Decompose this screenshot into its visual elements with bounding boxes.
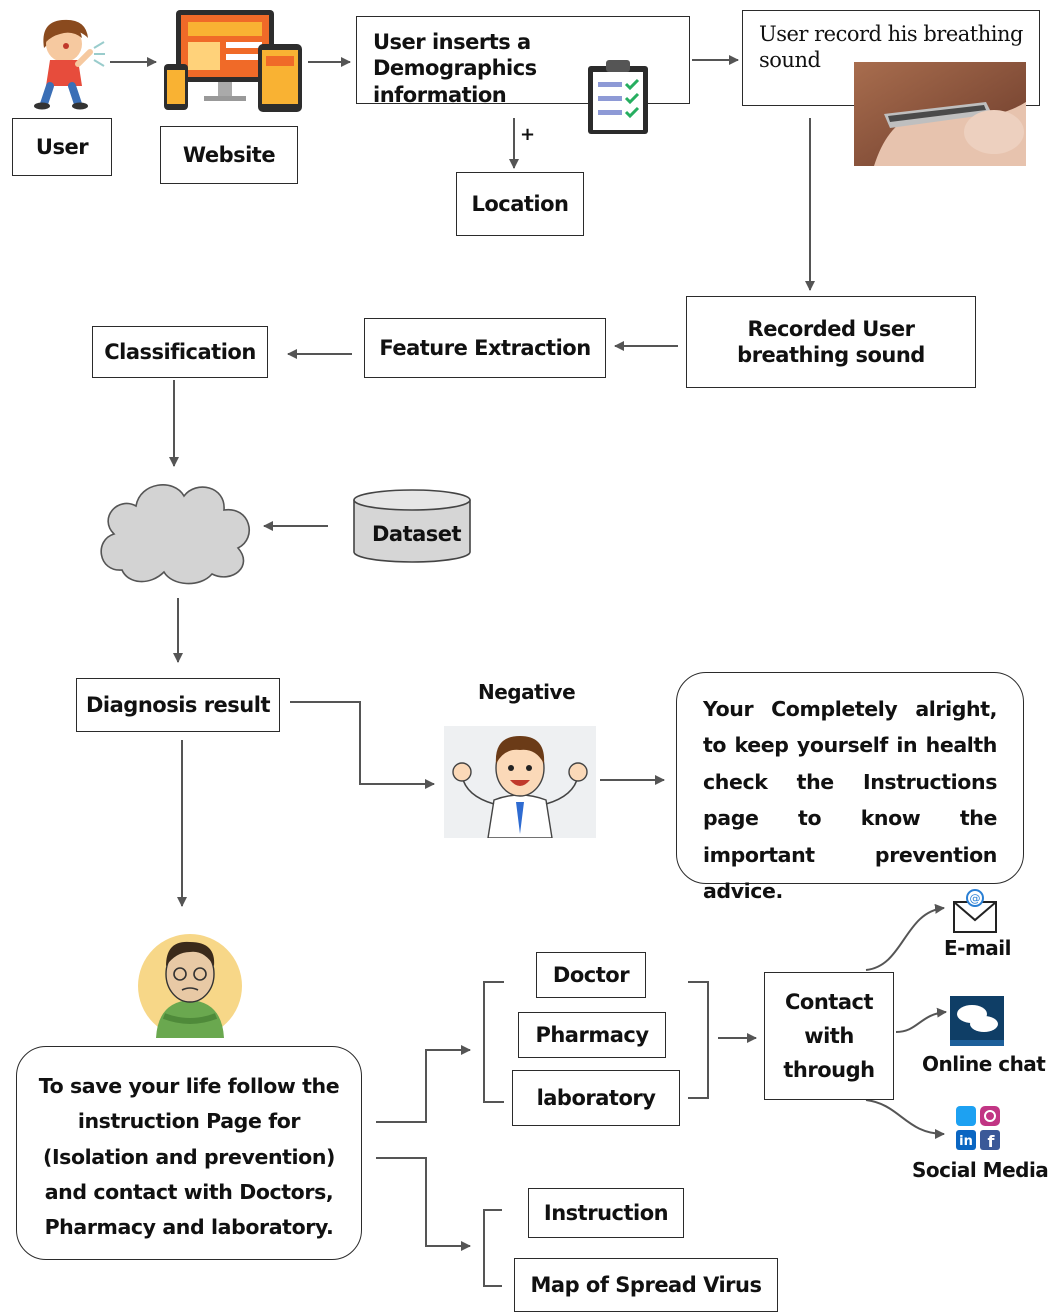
happy-man-icon [444, 726, 596, 838]
chat-bubbles-icon [950, 996, 1004, 1046]
arrow-contact-social [865, 1099, 945, 1139]
contact-box: Contact with through [764, 972, 894, 1100]
laboratory-box: laboratory [512, 1070, 680, 1126]
arrow-contact-email [865, 903, 945, 971]
phone-in-hand-photo [854, 62, 1026, 166]
responsive-devices-icon [164, 10, 302, 112]
online-chat-label: Online chat [922, 1052, 1046, 1076]
envelope-icon: @ [953, 889, 997, 933]
map-box: Map of Spread Virus [514, 1258, 778, 1312]
coughing-boy-icon [34, 19, 105, 110]
arrow-diagnosis-negative [290, 701, 435, 789]
cloud-icon [100, 484, 250, 585]
svg-text:f: f [988, 1132, 996, 1151]
positive-message-text: To save your life follow the instruction… [38, 1074, 340, 1239]
recorded-box: Recorded User breathing sound [686, 296, 976, 388]
positive-message-box: To save your life follow the instruction… [16, 1046, 362, 1260]
negative-message-text: Your Completely alright, to keep yoursel… [703, 697, 997, 904]
bracket-info-left [483, 1209, 502, 1287]
social-logos-icon: in f [956, 1106, 1000, 1151]
demographics-label: User inserts a Demographics information [373, 30, 537, 107]
negative-label: Negative [478, 680, 576, 704]
pharmacy-box: Pharmacy [518, 1012, 666, 1058]
feature-extraction-box: Feature Extraction [364, 318, 606, 378]
classification-box: Classification [92, 326, 268, 378]
diagnosis-box: Diagnosis result [76, 678, 280, 732]
svg-text:@: @ [970, 892, 981, 905]
email-label: E-mail [944, 936, 1012, 960]
website-box: Website [160, 126, 298, 184]
svg-text:in: in [959, 1134, 973, 1149]
clipboard-checklist-icon [588, 60, 648, 134]
arrow-contact-chat [895, 1007, 947, 1033]
record-label: User record his breathing sound [759, 22, 1023, 73]
arrow-positive-providers [376, 1045, 471, 1123]
database-cylinder-icon [353, 489, 471, 563]
arrow-positive-info [376, 1157, 471, 1251]
negative-message-box: Your Completely alright, to keep yoursel… [676, 672, 1024, 903]
plus-sign: + [520, 124, 535, 145]
social-media-label: Social Media [912, 1158, 1049, 1182]
sick-man-icon [138, 934, 242, 1038]
doctor-box: Doctor [536, 952, 646, 998]
bracket-providers-right [688, 981, 709, 1099]
user-box: User [12, 118, 112, 176]
bracket-providers-left [483, 981, 504, 1103]
instruction-box: Instruction [528, 1188, 684, 1238]
dataset-label: Dataset [372, 522, 462, 546]
location-box: Location [456, 172, 584, 236]
